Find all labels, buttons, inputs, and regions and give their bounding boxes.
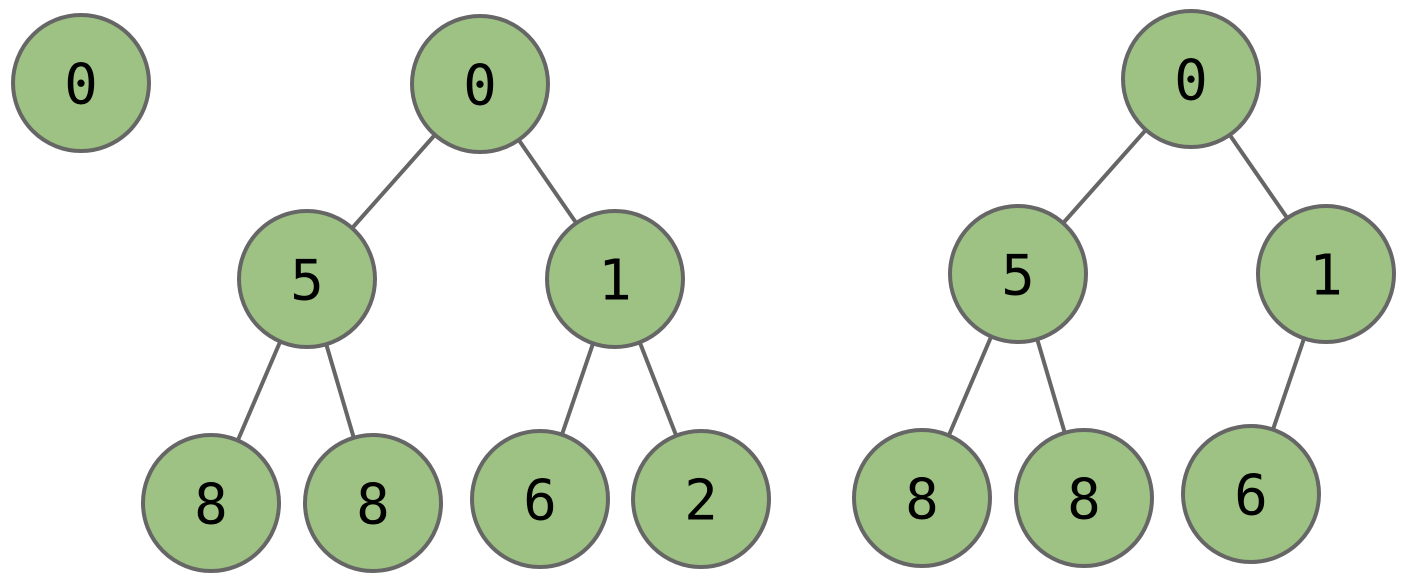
tree-node: 8 <box>852 428 992 568</box>
edges-layer <box>235 128 1306 442</box>
node-circle <box>303 433 443 573</box>
node-circle <box>410 14 550 154</box>
tree-node: 2 <box>631 429 771 569</box>
node-label: 1 <box>1309 244 1343 309</box>
node-circle <box>852 428 992 568</box>
tree-node: 0 <box>1121 9 1261 149</box>
node-circle <box>11 13 151 153</box>
tree-node: 0 <box>410 14 550 154</box>
node-label: 8 <box>1067 468 1101 533</box>
edge-tree-partial-root-l <box>1061 128 1148 225</box>
tree-node: 1 <box>1256 204 1396 344</box>
nodes-layer: 0 0 5 1 8 8 6 2 0 5 1 8 8 6 <box>11 9 1396 573</box>
node-label: 0 <box>463 54 497 119</box>
node-label: 8 <box>356 473 390 538</box>
tree-partial-nodes: 0 5 1 8 8 6 <box>852 9 1396 568</box>
node-label: 6 <box>523 469 557 534</box>
edge-tree-partial-l-lr <box>1035 338 1067 434</box>
node-label: 0 <box>1174 49 1208 114</box>
node-label: 8 <box>194 473 228 538</box>
tree-node: 6 <box>1181 424 1321 564</box>
edge-tree-full-l-ll <box>235 340 283 442</box>
node-circle <box>237 209 377 349</box>
node-circle <box>141 433 281 573</box>
tree-node: 8 <box>303 433 443 573</box>
node-circle <box>470 429 610 569</box>
edge-tree-partial-l-ll <box>946 335 994 437</box>
node-label: 6 <box>1234 464 1268 529</box>
node-label: 1 <box>598 249 632 314</box>
edge-tree-full-r-rr <box>637 341 679 437</box>
edge-tree-partial-root-r <box>1228 133 1289 220</box>
node-label: 5 <box>290 249 324 314</box>
tree-node: 0 <box>11 13 151 153</box>
node-label: 2 <box>684 469 718 534</box>
tree-full-edges <box>235 133 679 442</box>
node-circle <box>1181 424 1321 564</box>
node-circle <box>631 429 771 569</box>
edge-tree-full-root-l <box>350 133 437 230</box>
tree-node: 6 <box>470 429 610 569</box>
node-label: 5 <box>1001 244 1035 309</box>
node-circle <box>1256 204 1396 344</box>
node-label: 0 <box>64 53 98 118</box>
edge-tree-full-root-r <box>517 138 578 225</box>
node-label: 8 <box>905 468 939 533</box>
node-circle <box>948 204 1088 344</box>
tree-partial-edges <box>946 128 1306 437</box>
tree-single-nodes: 0 <box>11 13 151 153</box>
node-circle <box>1121 9 1261 149</box>
edge-tree-full-r-rl <box>560 342 595 436</box>
tree-node: 8 <box>1014 428 1154 568</box>
edge-tree-partial-r-rl <box>1271 337 1306 431</box>
node-circle <box>545 209 685 349</box>
tree-node: 5 <box>948 204 1088 344</box>
tree-node: 1 <box>545 209 685 349</box>
tree-full-nodes: 0 5 1 8 8 6 2 <box>141 14 771 573</box>
tree-node: 8 <box>141 433 281 573</box>
node-circle <box>1014 428 1154 568</box>
tree-node: 5 <box>237 209 377 349</box>
edge-tree-full-l-lr <box>324 343 356 439</box>
